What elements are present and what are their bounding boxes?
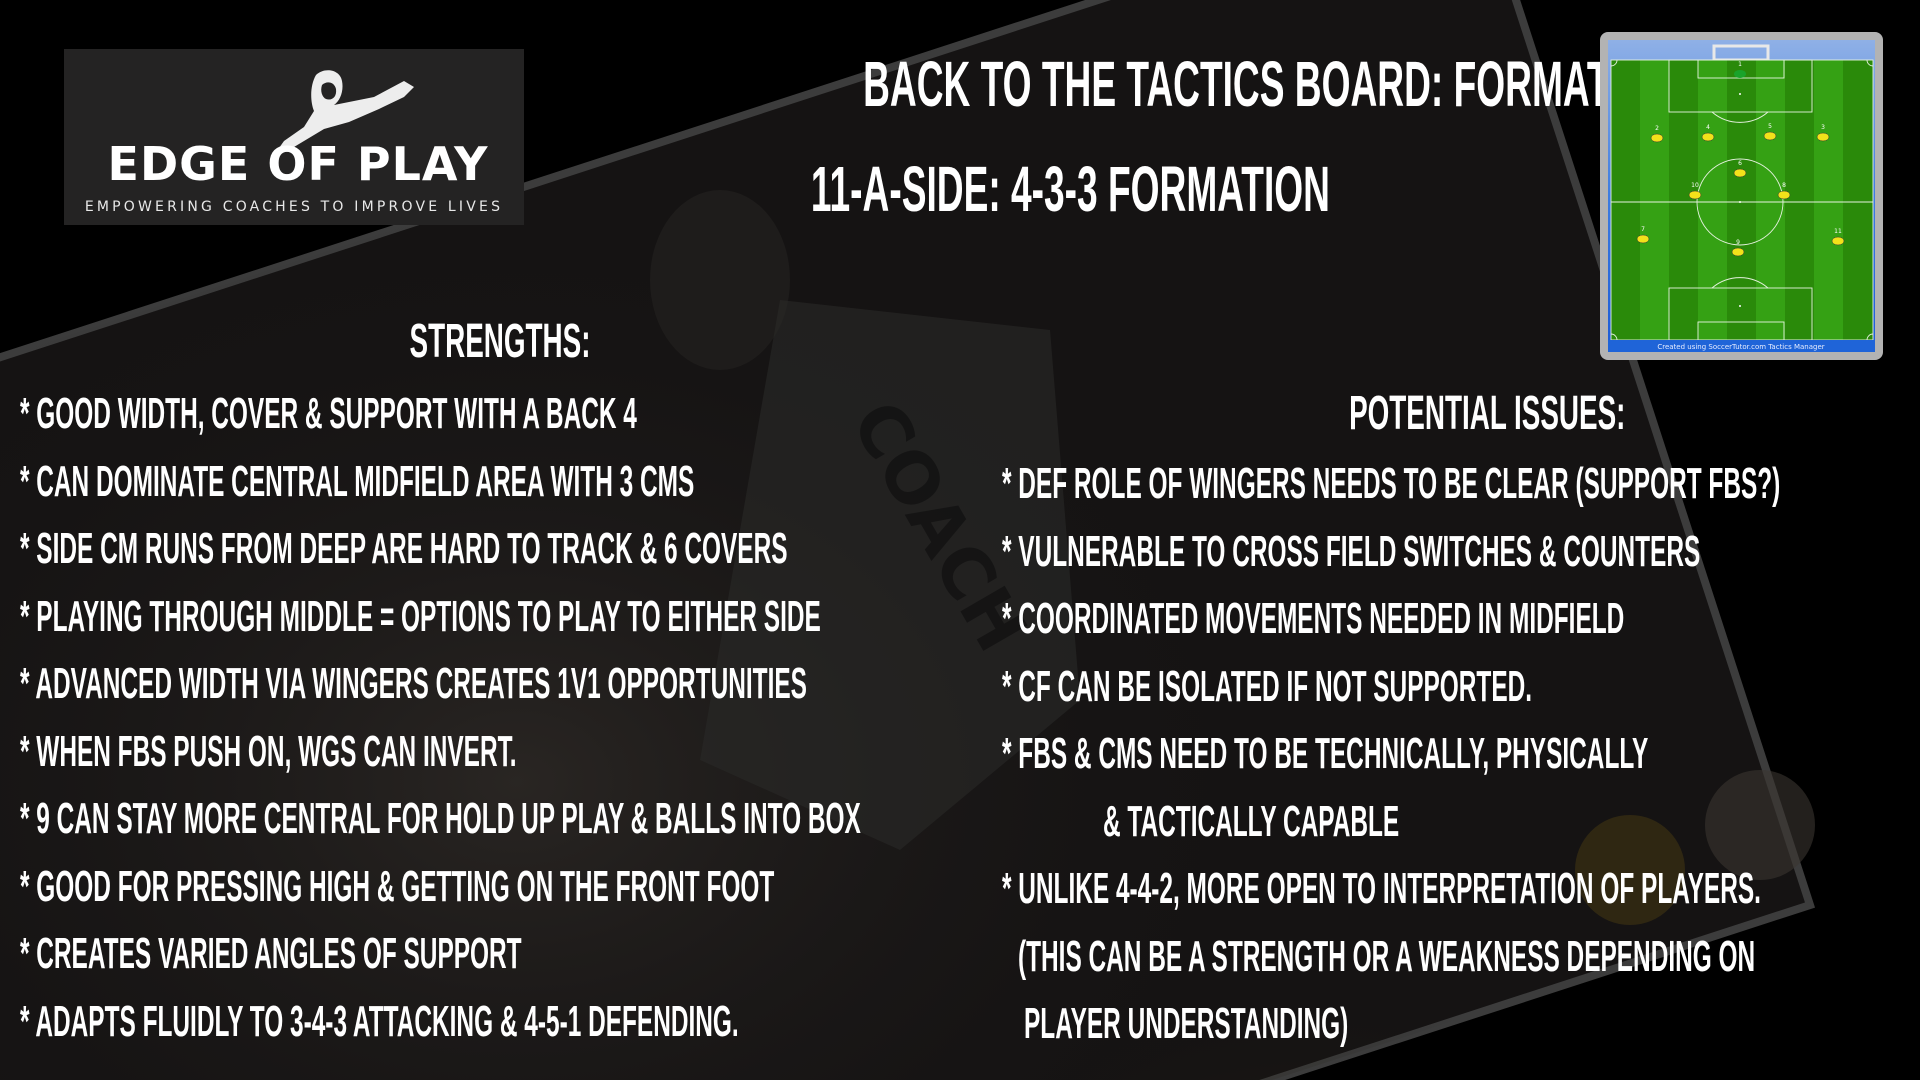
svg-text:9: 9 [1736,239,1740,246]
issue-item-continuation: & TACTICALLY CAPABLE [1103,797,1400,846]
photo-player-shirt [700,300,1080,850]
pitch-stripes [1611,60,1873,340]
edge-of-play-logo: EDGE OF PLAY EMPOWERING COACHES TO IMPRO… [64,49,524,225]
strength-item: * SIDE CM RUNS FROM DEEP ARE HARD TO TRA… [20,524,788,573]
potential-issues-heading-text: POTENTIAL ISSUES: [1349,387,1626,440]
player-5: 5 [1763,123,1777,141]
player-10: 10 [1688,182,1702,200]
strengths-heading: STRENGTHS: [300,318,700,366]
photo-ball-yellow [1575,815,1685,925]
player-9: 9 [1731,239,1745,257]
svg-text:8: 8 [1782,182,1786,189]
strength-item: * GOOD FOR PRESSING HIGH & GETTING ON TH… [20,862,775,911]
potential-issues-heading: POTENTIAL ISSUES: [1249,390,1649,438]
svg-text:5: 5 [1768,123,1772,130]
issue-item: * CF CAN BE ISOLATED IF NOT SUPPORTED. [1002,662,1533,711]
issue-item: * FBS & CMS NEED TO BE TECHNICALLY, PHYS… [1002,729,1649,778]
page-subtitle: 11-A-SIDE: 4-3-3 FORMATION [560,157,1580,221]
coach-pointing-silhouette-icon [274,70,414,155]
player-1: 1 [1734,61,1746,78]
player-11: 11 [1831,228,1845,246]
photo-ball-white [1705,770,1815,880]
strength-item: * PLAYING THROUGH MIDDLE = OPTIONS TO PL… [20,592,821,641]
strength-item: * GOOD WIDTH, COVER & SUPPORT WITH A BAC… [20,389,637,438]
strength-item: * CAN DOMINATE CENTRAL MIDFIELD AREA WIT… [20,457,695,506]
page-title: BACK TO THE TACTICS BOARD: FORMATIONS [560,52,1700,116]
page-subtitle-text: 11-A-SIDE: 4-3-3 FORMATION [810,153,1330,225]
svg-text:10: 10 [1691,182,1699,189]
svg-text:2: 2 [1655,125,1659,132]
strengths-heading-text: STRENGTHS: [409,315,591,368]
svg-text:7: 7 [1641,226,1645,233]
strength-item: * ADVANCED WIDTH VIA WINGERS CREATES 1V1… [20,659,807,708]
player-2: 2 [1650,125,1664,143]
logo-tagline: EMPOWERING COACHES TO IMPROVE LIVES [84,199,504,215]
strength-item: * WHEN FBS PUSH ON, WGS CAN INVERT. [20,727,517,776]
svg-text:11: 11 [1834,228,1842,235]
issue-item-continuation: PLAYER UNDERSTANDING) [1024,999,1349,1048]
issue-item: * UNLIKE 4-4-2, MORE OPEN TO INTERPRETAT… [1002,864,1761,913]
board-footer-bar [1608,340,1875,352]
logo-brand-text: EDGE OF PLAY [107,137,489,191]
issue-item: * VULNERABLE TO CROSS FIELD SWITCHES & C… [1002,527,1701,576]
player-markers: 1 2 4 5 3 6 10 8 7 9 11 [1636,61,1845,257]
photo-player-head [650,190,790,370]
svg-text:3: 3 [1821,124,1825,131]
player-8: 8 [1777,182,1791,200]
player-3: 3 [1816,124,1830,142]
page-title-text: BACK TO THE TACTICS BOARD: FORMATIONS [863,48,1701,120]
strength-item: * 9 CAN STAY MORE CENTRAL FOR HOLD UP PL… [20,794,861,843]
issue-item-continuation: (THIS CAN BE A STRENGTH OR A WEAKNESS DE… [1018,932,1756,981]
strength-item: * ADAPTS FLUIDLY TO 3-4-3 ATTACKING & 4-… [20,997,739,1046]
player-6: 6 [1733,160,1747,178]
tactics-board: 1 2 4 5 3 6 10 8 7 9 11 Created using So… [1600,32,1883,360]
player-4: 4 [1701,124,1715,142]
svg-text:1: 1 [1738,61,1742,68]
issue-item: * DEF ROLE OF WINGERS NEEDS TO BE CLEAR … [1002,459,1781,508]
issue-item: * COORDINATED MOVEMENTS NEEDED IN MIDFIE… [1002,594,1625,643]
board-footer: Created using SoccerTutor.com Tactics Ma… [1657,343,1824,351]
strength-item: * CREATES VARIED ANGLES OF SUPPORT [20,929,522,978]
pitch-diagram: 1 2 4 5 3 6 10 8 7 9 11 Created using So… [1608,40,1875,352]
svg-text:6: 6 [1738,160,1742,167]
svg-text:4: 4 [1706,124,1710,131]
player-7: 7 [1636,226,1650,244]
